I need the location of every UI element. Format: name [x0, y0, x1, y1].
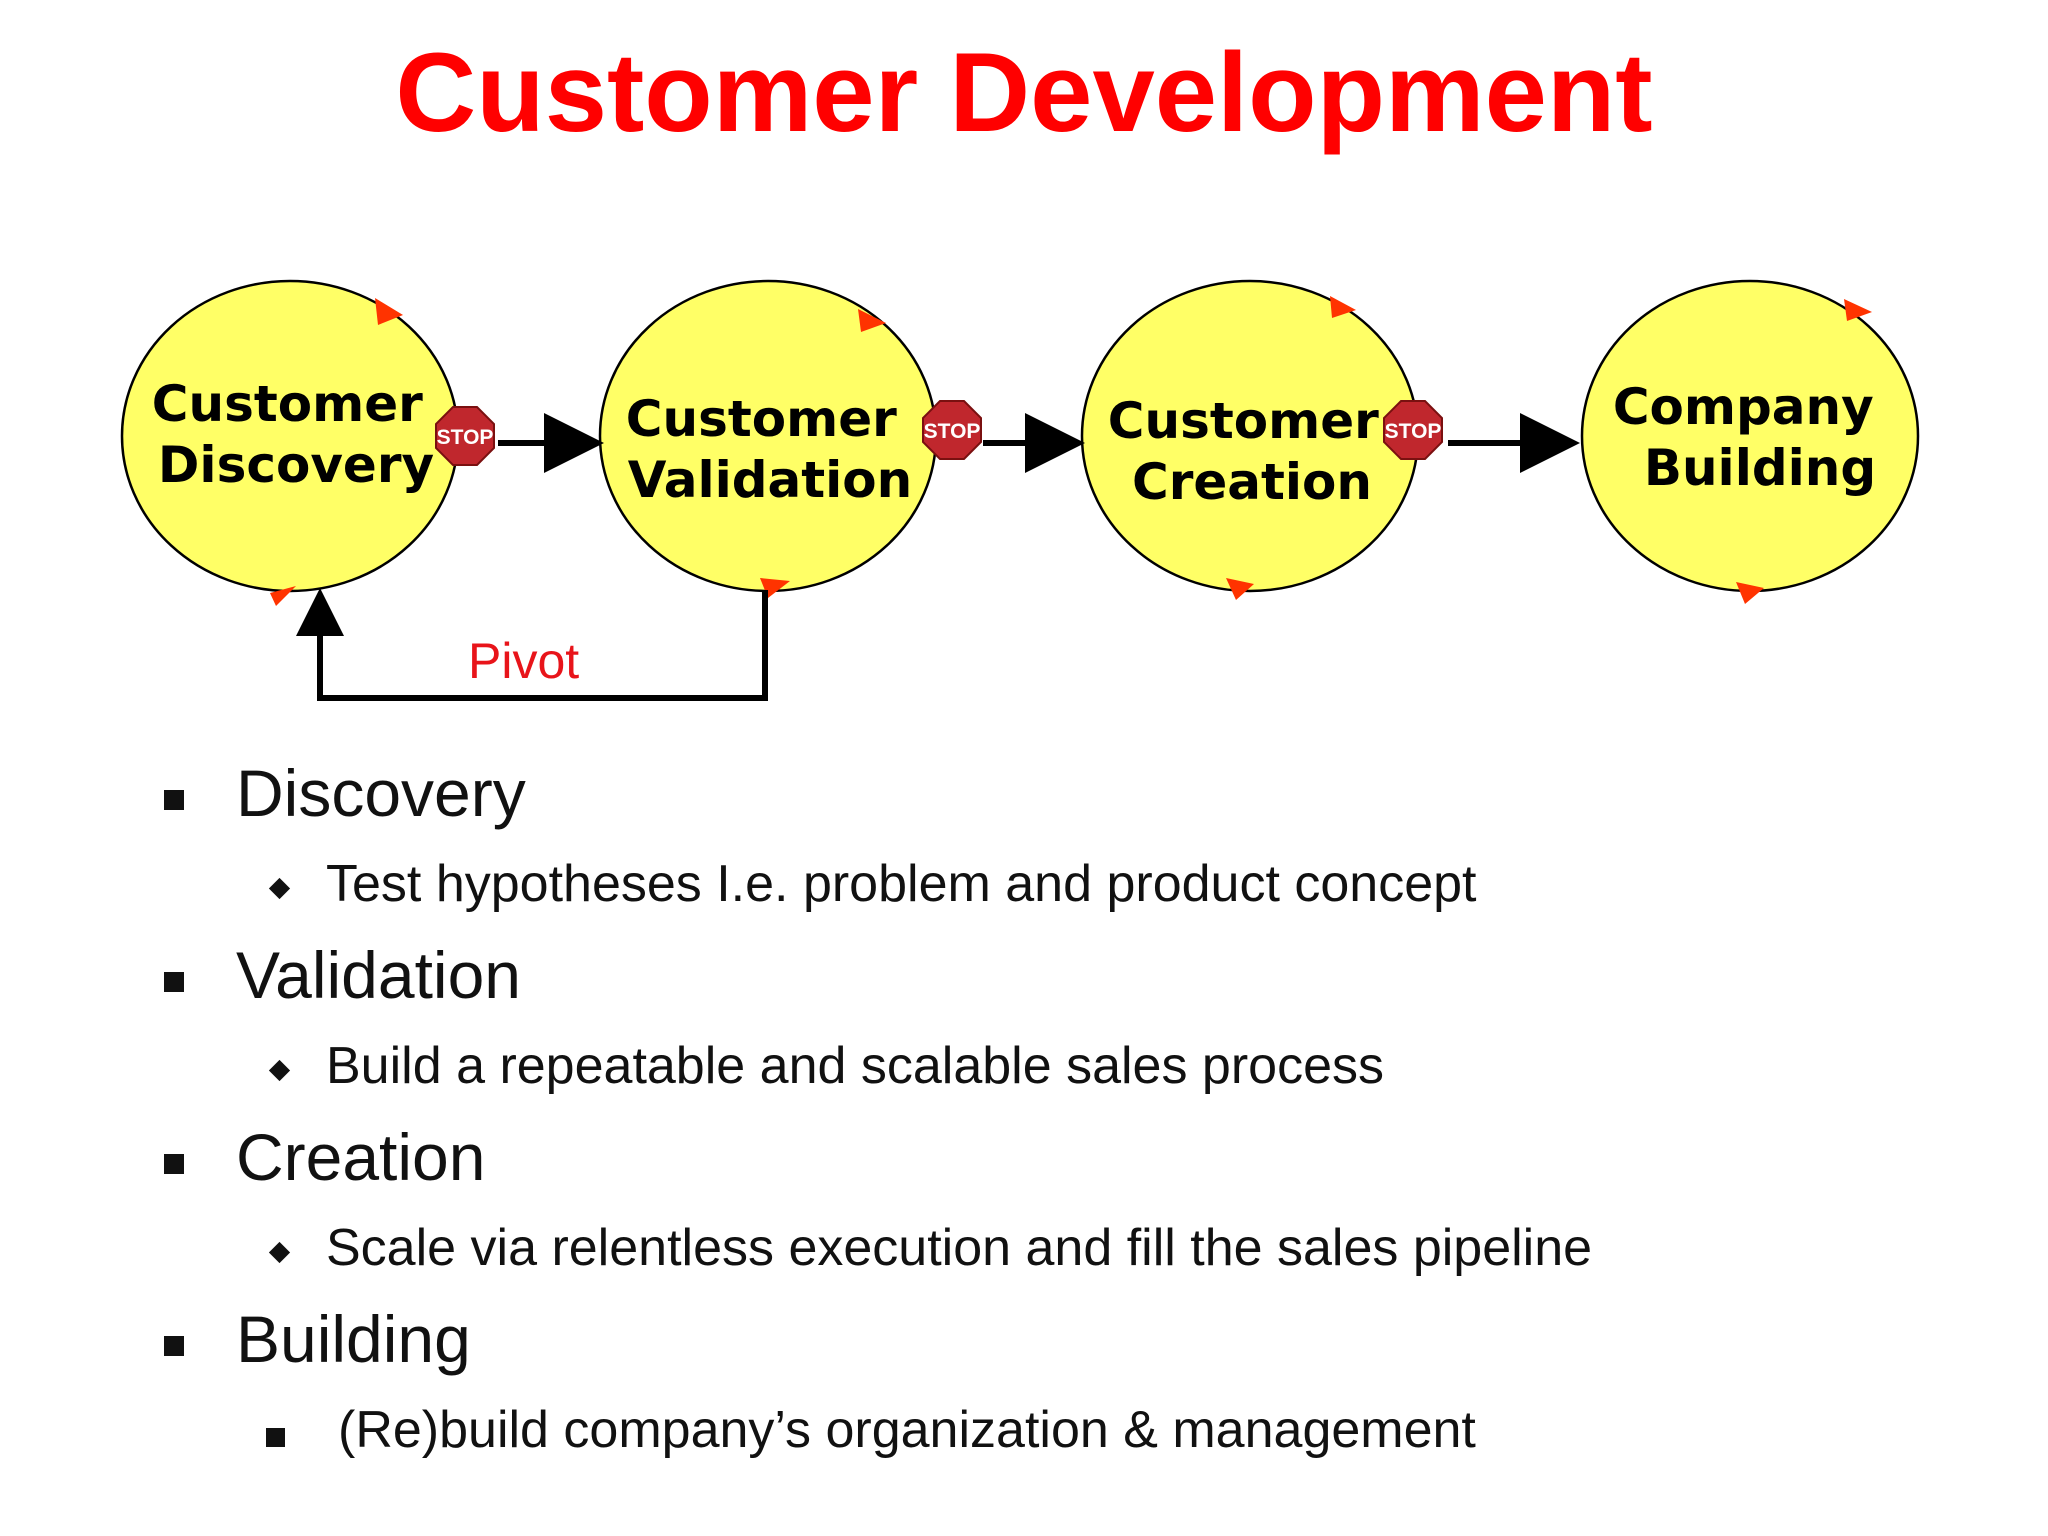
stop-sign-label: STOP [1385, 420, 1442, 443]
bullet-subitem: Test hypotheses I.e. problem and product… [150, 838, 1990, 930]
bullet-subitem-text: (Re)build company’s organization & manag… [338, 1401, 1476, 1459]
diamond-bullet-icon [268, 1059, 291, 1082]
square-bullet-icon [164, 1154, 184, 1174]
page-title: Customer Development [395, 30, 1653, 155]
bullet-heading: Discovery [150, 748, 1990, 838]
stop-sign-icon: STOP [922, 400, 982, 460]
cycle-arrow-icon [1844, 299, 1872, 321]
bullet-list: Discovery Test hypotheses I.e. problem a… [150, 748, 1990, 1476]
stage-label-line1: Customer [626, 390, 897, 448]
stage-label-line1: Company [1613, 378, 1874, 436]
bullet-subitem: (Re)build company’s organization & manag… [150, 1384, 1990, 1476]
bullet-subitem: Scale via relentless execution and fill … [150, 1202, 1990, 1294]
stop-sign-icon: STOP [1383, 400, 1443, 460]
bullet-heading: Validation [150, 930, 1990, 1020]
svg-text:Customer Discovery: Customer Discovery [152, 375, 440, 494]
square-bullet-icon [164, 790, 184, 810]
svg-text:Customer Validation: Customer Validation [626, 390, 914, 509]
bullet-subitem-text: Build a repeatable and scalable sales pr… [326, 1037, 1385, 1095]
stage-customer-discovery: Customer Discovery [120, 279, 460, 606]
pivot-label: Pivot [468, 633, 579, 689]
cycle-arrow-icon [1226, 578, 1254, 600]
bullet-heading-text: Validation [236, 938, 521, 1012]
stage-circle [1580, 279, 1920, 593]
diamond-bullet-icon [268, 877, 291, 900]
cycle-arrow-icon [375, 298, 403, 325]
bullet-heading: Building [150, 1294, 1990, 1384]
stage-label-line1: Customer [1108, 392, 1379, 450]
bullet-heading-text: Creation [236, 1120, 486, 1194]
cycle-arrow-icon [858, 309, 886, 332]
bullet-subitem-text: Scale via relentless execution and fill … [326, 1219, 1593, 1277]
stage-label-line2: Validation [628, 451, 913, 509]
cycle-arrow-icon [1736, 582, 1764, 604]
square-bullet-icon [164, 972, 184, 992]
square-bullet-icon [266, 1428, 285, 1447]
stop-sign-icon: STOP [435, 406, 495, 466]
svg-text:Customer Creation: Customer Creation [1108, 392, 1396, 511]
diamond-bullet-icon [268, 1241, 291, 1264]
bullet-heading-text: Discovery [236, 756, 526, 830]
stage-label-line2: Building [1644, 439, 1876, 497]
cycle-arrow-icon [270, 586, 296, 606]
stage-customer-creation: Customer Creation [1080, 279, 1420, 600]
stop-sign-label: STOP [924, 420, 981, 443]
pivot-loop-arrow [296, 588, 768, 701]
customer-development-diagram: Customer Discovery Customer Validation C… [120, 279, 1920, 701]
square-bullet-icon [164, 1336, 184, 1356]
bullet-heading-text: Building [236, 1302, 471, 1376]
stop-sign-label: STOP [437, 426, 494, 449]
stage-company-building: Company Building [1580, 279, 1920, 604]
bullet-subitem-text: Test hypotheses I.e. problem and product… [326, 855, 1477, 913]
stage-label-line1: Customer [152, 375, 423, 433]
cycle-arrow-icon [1330, 296, 1356, 318]
bullet-subitem: Build a repeatable and scalable sales pr… [150, 1020, 1990, 1112]
stage-label-line2: Creation [1132, 453, 1372, 511]
stage-label-line2: Discovery [158, 436, 434, 494]
svg-text:Company Building: Company Building [1613, 378, 1891, 497]
bullet-heading: Creation [150, 1112, 1990, 1202]
stage-customer-validation: Customer Validation [598, 279, 938, 598]
